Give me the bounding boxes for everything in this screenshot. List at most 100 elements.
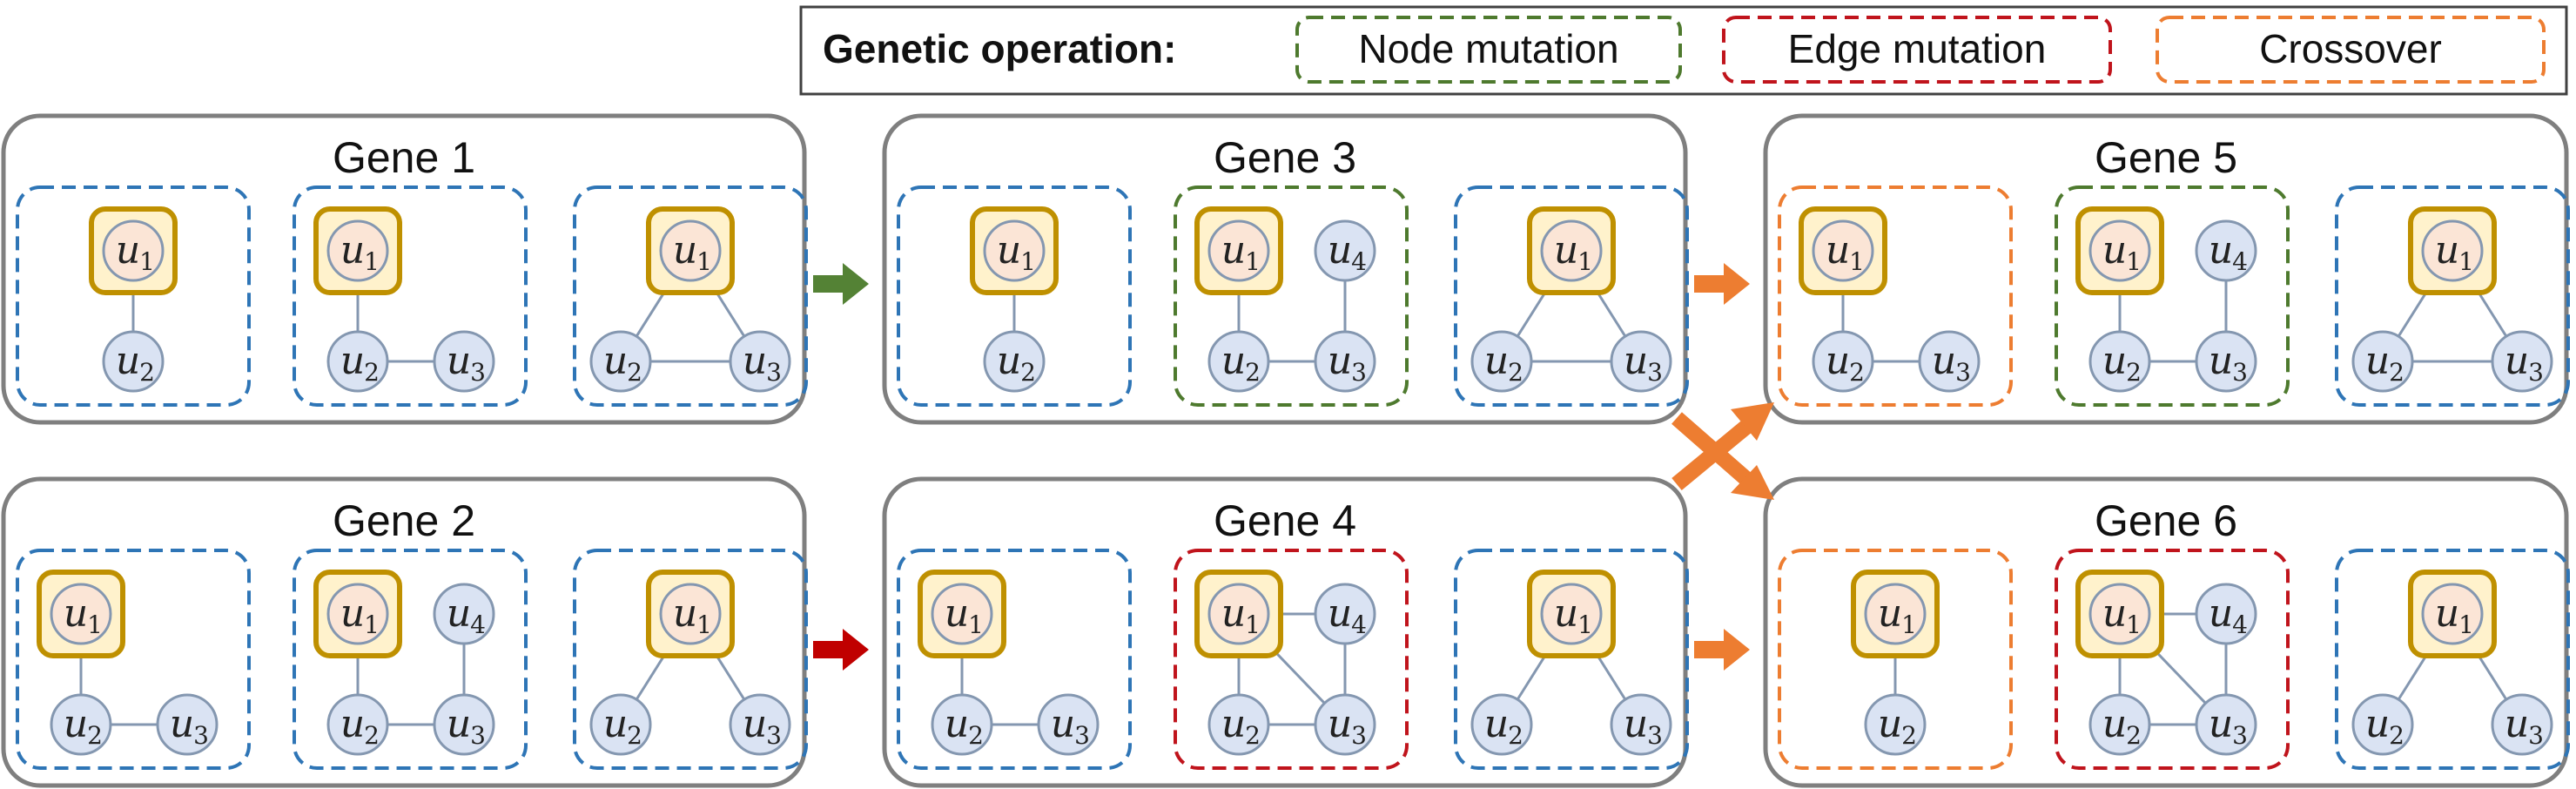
node-label-u2: u	[945, 702, 969, 746]
graph-node-u3	[2491, 693, 2553, 756]
graph-node-u1	[2088, 583, 2151, 645]
legend-label: Genetic operation:	[823, 26, 1176, 71]
graph-node-u1	[1540, 583, 1603, 645]
node-subscript-u3: 3	[2232, 721, 2248, 750]
node-label-u3: u	[743, 339, 767, 383]
legend-crossover-swatch	[2156, 16, 2546, 84]
node-subscript-u1: 1	[1020, 247, 1036, 276]
graph-node-u2	[326, 330, 389, 393]
node-subscript-u3: 3	[1351, 721, 1367, 750]
node-subscript-u3: 3	[470, 721, 486, 750]
node-subscript-u4: 4	[2232, 247, 2248, 276]
node-label-u1: u	[673, 228, 697, 273]
node-subscript-u4: 4	[470, 610, 486, 639]
node-label-u4: u	[447, 591, 471, 636]
node-label-u3: u	[1328, 339, 1352, 383]
node-subscript-u1: 1	[364, 247, 380, 276]
graph-node-u3	[2491, 330, 2553, 393]
node-label-u1: u	[64, 591, 88, 636]
node-subscript-u3: 3	[1955, 358, 1971, 387]
node-subscript-u2: 2	[627, 721, 642, 750]
legend-crossover-label: Crossover	[2259, 26, 2442, 71]
node-label-u3: u	[1932, 339, 1956, 383]
legend-edge-mutation-swatch	[1722, 16, 2112, 84]
node-subscript-u4: 4	[1351, 610, 1367, 639]
node-subscript-u3: 3	[193, 721, 209, 750]
node-subscript-u1: 1	[2126, 610, 2142, 639]
arrows	[813, 263, 1774, 671]
graph-node-u2	[589, 693, 652, 756]
node-subscript-u2: 2	[1508, 721, 1523, 750]
graph-frame-edge	[2055, 549, 2290, 770]
node-label-u2: u	[1484, 702, 1509, 746]
graph-node-u2	[50, 693, 112, 756]
graph-node-u1	[2088, 219, 2151, 282]
graph-node-u3	[1314, 693, 1376, 756]
node-label-u1: u	[945, 591, 969, 636]
node-subscript-u1: 1	[364, 610, 380, 639]
arrow-gene3-to-gene5	[1694, 263, 1750, 305]
node-label-u3: u	[2505, 339, 2529, 383]
graph-node-u1	[931, 583, 993, 645]
node-subscript-u2: 2	[1901, 721, 1917, 750]
node-label-u1: u	[1878, 591, 1902, 636]
node-subscript-u1: 1	[87, 610, 103, 639]
node-subscript-u2: 2	[2126, 721, 2142, 750]
node-label-u1: u	[1221, 228, 1246, 273]
graph-node-u1	[659, 219, 722, 282]
graph-node-u3	[2195, 330, 2257, 393]
graph-frame-default	[573, 549, 808, 770]
legend: Genetic operation: Node mutation Edge mu…	[799, 5, 2568, 96]
node-subscript-u3: 3	[766, 358, 782, 387]
graph-node-u1	[983, 219, 1046, 282]
graph-node-u3	[1918, 330, 1981, 393]
node-label-u3: u	[1624, 702, 1648, 746]
gene-1-title: Gene 1	[333, 133, 475, 182]
graph-node-u4	[433, 583, 495, 645]
graph-frame-crossover	[1778, 549, 2013, 770]
graph-node-u3	[433, 693, 495, 756]
node-label-u3: u	[2209, 702, 2233, 746]
node-label-u1: u	[1554, 591, 1578, 636]
gene-6-title: Gene 6	[2095, 496, 2237, 545]
node-subscript-u3: 3	[2528, 721, 2544, 750]
graph-frame-node	[1174, 185, 1409, 407]
node-label-u2: u	[116, 339, 140, 383]
node-subscript-u3: 3	[1074, 721, 1090, 750]
node-label-u3: u	[170, 702, 194, 746]
node-subscript-u2: 2	[968, 721, 984, 750]
node-subscript-u1: 1	[2458, 247, 2474, 276]
graph-frame-edge	[1174, 549, 1409, 770]
graph-node-u2	[2351, 693, 2414, 756]
gene-4-title: Gene 4	[1214, 496, 1356, 545]
node-subscript-u1: 1	[1245, 247, 1261, 276]
node-label-u1: u	[340, 591, 365, 636]
graph-node-u1	[1540, 219, 1603, 282]
node-label-u1: u	[1826, 228, 1850, 273]
node-label-u1: u	[116, 228, 140, 273]
graph-node-u3	[433, 330, 495, 393]
graph-node-u2	[1470, 330, 1533, 393]
node-label-u1: u	[2102, 591, 2127, 636]
node-label-u2: u	[603, 702, 628, 746]
graph-node-u4	[1314, 219, 1376, 282]
node-label-u3: u	[1051, 702, 1075, 746]
graph-frame-crossover	[1778, 185, 2013, 407]
node-label-u3: u	[1624, 339, 1648, 383]
graph-frame-default	[293, 549, 528, 770]
node-label-u2: u	[2365, 339, 2390, 383]
node-label-u1: u	[2102, 228, 2127, 273]
node-subscript-u2: 2	[1245, 358, 1261, 387]
graph-node-u3	[729, 693, 791, 756]
node-label-u3: u	[447, 339, 471, 383]
legend-edge-mutation-label: Edge mutation	[1788, 26, 2047, 71]
